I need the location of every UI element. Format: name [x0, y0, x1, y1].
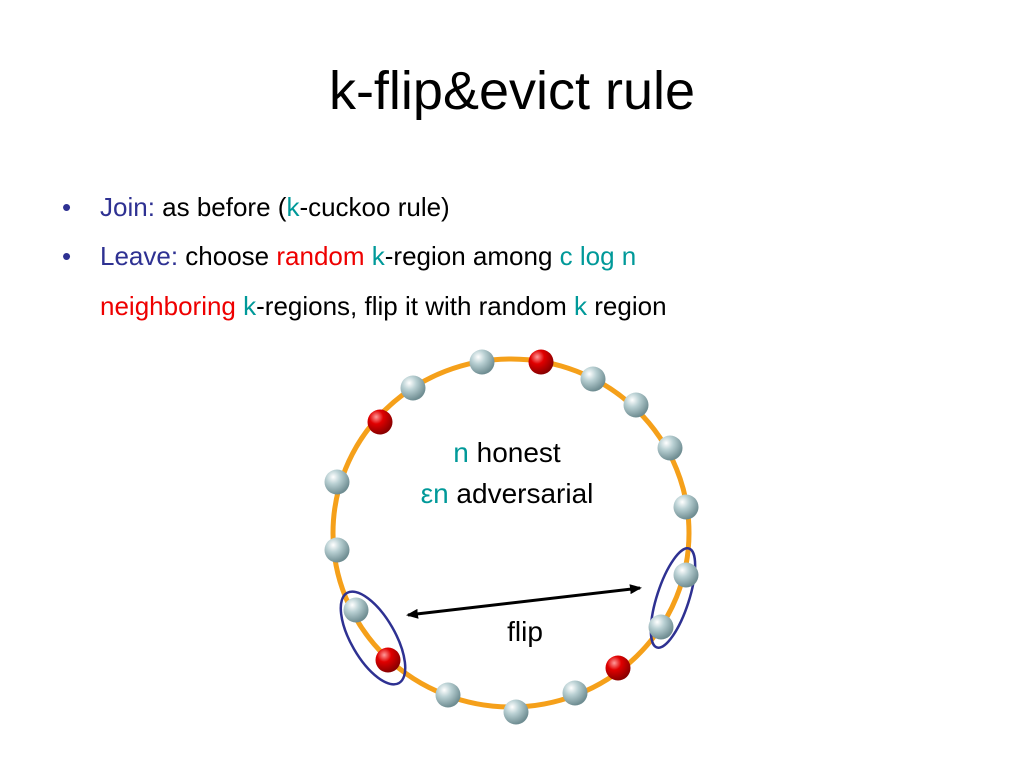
honest-node	[580, 366, 606, 392]
slide-title: k-flip&evict rule	[328, 61, 696, 121]
leave-text-2: -region among	[384, 241, 560, 271]
bullet-marker: •	[62, 241, 72, 271]
adversarial-count-label: εn adversarial	[382, 478, 632, 510]
honest-node	[400, 375, 426, 401]
honest-node	[623, 392, 649, 418]
honest-count-label: n honest	[382, 437, 632, 469]
flip-arrow	[406, 584, 642, 619]
leave-text-1: choose	[178, 241, 277, 271]
leave-k-3: k	[574, 291, 588, 321]
honest-symbol: n	[453, 437, 469, 468]
honest-node	[562, 680, 588, 706]
region-ellipse-left	[339, 590, 407, 686]
flip-label: flip	[507, 616, 543, 647]
honest-text: honest	[468, 437, 561, 468]
leave-text-4: region	[587, 291, 667, 321]
bullet-join: • Join: as before (k-cuckoo rule)	[62, 192, 450, 223]
leave-neighboring: neighboring	[100, 291, 236, 321]
honest-node	[324, 469, 350, 495]
bullet-marker: •	[62, 192, 72, 222]
leave-label: Leave:	[100, 241, 179, 271]
honest-node	[343, 597, 369, 623]
leave-random: random	[276, 241, 365, 271]
honest-node	[673, 562, 699, 588]
adversarial-node	[528, 349, 554, 375]
adversarial-symbol: εn	[420, 478, 449, 509]
adversarial-node	[367, 409, 393, 435]
adversarial-node	[605, 655, 631, 681]
join-text-1: as before (	[154, 192, 287, 222]
leave-text-3: -regions, flip it with random	[256, 291, 575, 321]
adversarial-text: adversarial	[448, 478, 594, 509]
bullet-leave: • Leave: choose random k-region among c l…	[62, 241, 636, 272]
join-text-2: -cuckoo rule)	[299, 192, 450, 222]
region-ellipse-right	[649, 547, 697, 649]
honest-node	[648, 614, 674, 640]
honest-node	[503, 699, 529, 725]
honest-node	[657, 435, 683, 461]
leave-c-log-n: c log n	[559, 241, 637, 271]
honest-node	[324, 537, 350, 563]
honest-node	[469, 349, 495, 375]
leave-k-1: k	[371, 241, 385, 271]
adversarial-node	[375, 647, 401, 673]
honest-node	[673, 494, 699, 520]
ring-nodes	[324, 349, 699, 725]
join-k: k	[286, 192, 300, 222]
join-label: Join:	[100, 192, 155, 222]
leave-k-2: k	[243, 291, 257, 321]
honest-node	[435, 682, 461, 708]
bullet-leave-continued: neighboring k-regions, flip it with rand…	[100, 291, 667, 322]
